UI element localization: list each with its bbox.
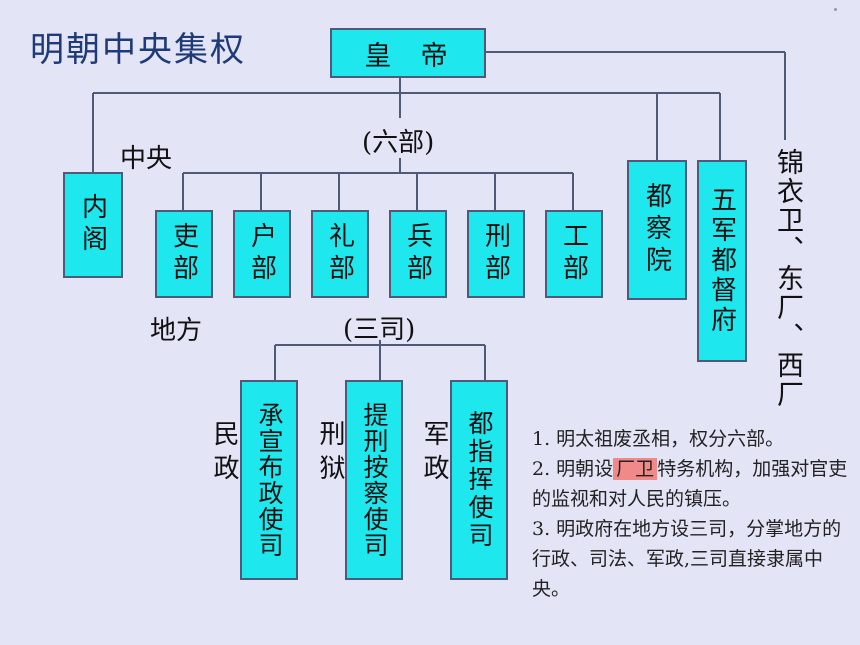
censorate-box: 都察院 (627, 160, 687, 300)
note-highlight: 厂卫 (613, 458, 658, 480)
label-six-ministries: (六部) (362, 128, 435, 158)
emperor-box: 皇 帝 (330, 28, 486, 78)
label-local: 地方 (150, 316, 203, 346)
label-central: 中央 (120, 144, 173, 174)
ministry-box-rites: 礼部 (311, 210, 369, 298)
ministry-box-justice: 刑部 (467, 210, 525, 298)
ministry-box-revenue: 户部 (233, 210, 291, 298)
ministry-box-works: 工部 (545, 210, 603, 298)
label-justice: 刑狱 (315, 420, 345, 488)
label-civil: 民政 (209, 420, 239, 488)
ministry-box-personnel: 吏部 (155, 210, 213, 298)
note-line-3: 3. 明政府在地方设三司，分掌地方的行政、司法、军政,三司直接隶属中央。 (532, 518, 842, 600)
ministry-box-war: 兵部 (389, 210, 447, 298)
local-box-administration: 承宣布政使司 (240, 380, 298, 580)
local-box-judicial: 提刑按察使司 (345, 380, 403, 580)
label-secret-police: 锦衣卫、东厂、西厂 (772, 148, 803, 409)
note-line-2-end: 特务机构，加强对官吏的监视和对人民的镇压。 (532, 458, 848, 510)
cabinet-box: 内阁 (63, 172, 123, 278)
decorative-dot (834, 8, 837, 11)
note-line-2: 2. 明朝设厂卫特务机构，加强对官吏的监视和对人民的镇压。 (532, 454, 850, 514)
five-armies-box: 五军都督府 (697, 160, 747, 362)
label-military: 军政 (419, 420, 449, 488)
notes-panel: 1. 明太祖废丞相，权分六部。 2. 明朝设厂卫特务机构，加强对官吏的监视和对人… (532, 424, 850, 604)
note-line-1: 1. 明太祖废丞相，权分六部。 (532, 428, 785, 450)
page-title: 明朝中央集权 (30, 30, 246, 70)
note-line-2-start: 2. 明朝设 (532, 458, 614, 480)
label-three-offices: (三司) (343, 315, 416, 345)
local-box-military: 都指挥使司 (450, 380, 508, 580)
